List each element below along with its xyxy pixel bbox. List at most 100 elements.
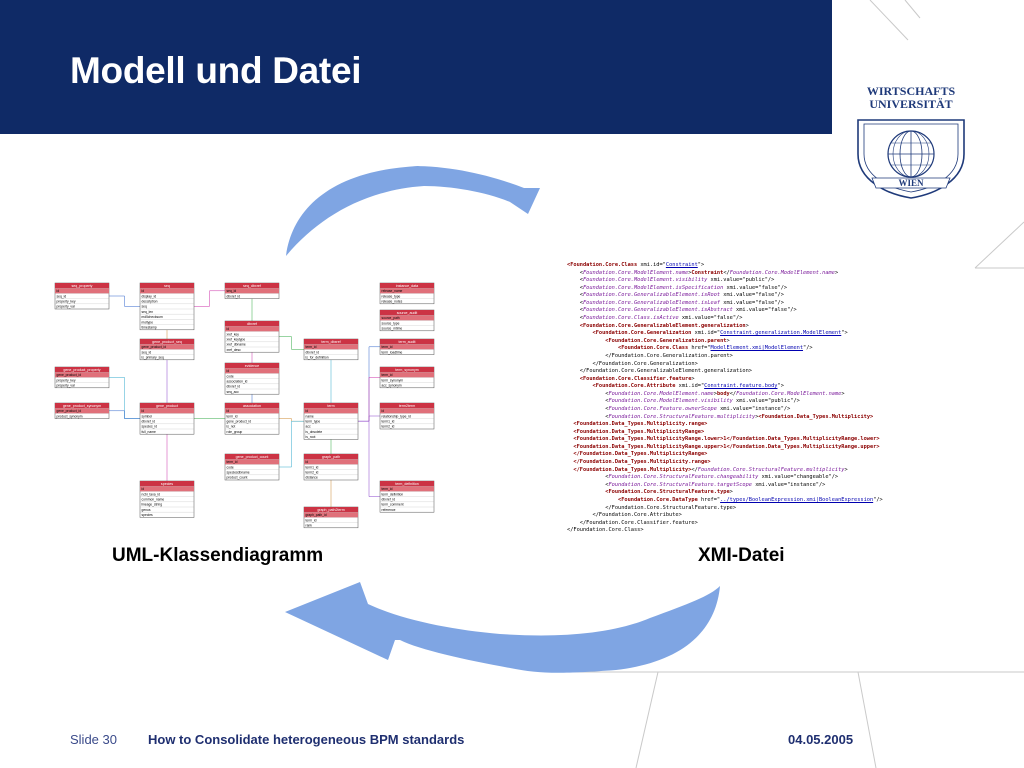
- svg-text:dbxref_id: dbxref_id: [382, 498, 396, 502]
- svg-text:seq_id: seq_id: [57, 294, 67, 298]
- svg-text:description: description: [142, 300, 158, 304]
- svg-text:source_audit: source_audit: [397, 311, 418, 315]
- svg-text:term_id: term_id: [227, 460, 238, 464]
- svg-text:term_id: term_id: [382, 373, 393, 377]
- svg-text:gene_product_id: gene_product_id: [57, 409, 82, 413]
- svg-text:release_notes: release_notes: [382, 300, 403, 304]
- svg-text:association: association: [243, 404, 261, 408]
- svg-text:term_synonym: term_synonym: [395, 368, 419, 372]
- svg-text:id: id: [227, 327, 230, 331]
- svg-text:seq_dbxref: seq_dbxref: [243, 284, 261, 288]
- xmi-line: </Foundation.Data_Types.Multiplicity></F…: [573, 466, 848, 473]
- xmi-line: <Foundation.Core.Classifier.feature>: [579, 375, 695, 382]
- xmi-line: <Foundation.Core.Class href="ModelElemen…: [618, 345, 813, 352]
- title-banner: Modell und Datei: [0, 0, 832, 134]
- svg-text:term_dbxref: term_dbxref: [321, 340, 340, 344]
- svg-text:term2_id: term2_id: [306, 471, 319, 475]
- svg-text:is_for_definition: is_for_definition: [306, 356, 329, 360]
- svg-text:symbol: symbol: [142, 414, 153, 418]
- svg-text:seq_acc: seq_acc: [227, 390, 240, 394]
- xmi-line: <Foundation.Core.Feature.ownerScope xmi.…: [605, 405, 791, 412]
- university-logo: WIRTSCHAFTS UNIVERSITÄT WIEN: [857, 84, 965, 199]
- svg-text:id: id: [306, 409, 309, 413]
- uml-class-dbxref: dbxrefidxref_keyxref_keytypexref_dbnamex…: [224, 320, 280, 353]
- xmi-line: <Foundation.Core.ModelElement.name>Const…: [579, 269, 839, 276]
- svg-text:source_path: source_path: [382, 316, 400, 320]
- svg-text:graph_path_id: graph_path_id: [306, 513, 327, 517]
- svg-text:is_root: is_root: [306, 435, 316, 439]
- svg-text:WIEN: WIEN: [898, 178, 924, 188]
- uml-class-gene-product-seq: gene_product_seqgene_product_idseq_idis_…: [139, 338, 195, 361]
- svg-text:gene_product_property: gene_product_property: [63, 368, 100, 372]
- svg-text:property_val: property_val: [57, 305, 75, 309]
- svg-text:UNIVERSITÄT: UNIVERSITÄT: [869, 97, 952, 111]
- xmi-line: </Foundation.Data_Types.MultiplicityRang…: [573, 451, 708, 458]
- svg-text:distance: distance: [306, 476, 318, 480]
- xmi-line: <Foundation.Core.DataType href="../types…: [618, 496, 883, 503]
- svg-text:species_id: species_id: [142, 425, 158, 429]
- xmi-line: <Foundation.Core.Generalization xmi.id="…: [592, 330, 848, 337]
- xmi-line: <Foundation.Core.StructuralFeature.targe…: [605, 481, 826, 488]
- svg-text:graph_path: graph_path: [322, 455, 340, 459]
- svg-text:term_type: term_type: [306, 420, 321, 424]
- uml-class-term-dbxref: term_dbxrefterm_iddbxref_idis_for_defini…: [303, 338, 359, 361]
- svg-text:dbxref_id: dbxref_id: [227, 294, 241, 298]
- svg-text:md5checksum: md5checksum: [142, 315, 164, 319]
- svg-text:source_mtime: source_mtime: [382, 327, 403, 331]
- svg-text:term_id: term_id: [382, 487, 393, 491]
- svg-text:reference: reference: [382, 508, 396, 512]
- svg-text:term_definition: term_definition: [395, 482, 419, 486]
- uml-class-seq-property: seq_propertyidseq_idproperty_keyproperty…: [54, 282, 110, 310]
- cycle-arrow-top: [286, 166, 540, 256]
- xmi-line: <Foundation.Core.Generalization.parent>: [605, 337, 730, 344]
- xmi-line: <Foundation.Core.Attribute xmi.id="Const…: [592, 383, 784, 390]
- xmi-line: </Foundation.Core.Generalization.parent>: [605, 352, 733, 359]
- xmi-line: <Foundation.Core.ModelElement.name>body<…: [605, 390, 845, 397]
- uml-class-term2term: term2termidrelationship_type_idterm1_idt…: [379, 402, 435, 430]
- svg-text:release_type: release_type: [382, 294, 401, 298]
- svg-text:xref_desc: xref_desc: [227, 348, 242, 352]
- svg-text:seq_len: seq_len: [142, 310, 154, 314]
- svg-text:speciesdbname: speciesdbname: [227, 471, 250, 475]
- svg-text:species: species: [161, 482, 173, 486]
- presentation-title: How to Consolidate heterogeneous BPM sta…: [148, 732, 465, 747]
- svg-text:is_not: is_not: [227, 425, 236, 429]
- svg-text:gene_product_count: gene_product_count: [236, 455, 269, 459]
- svg-text:name: name: [306, 414, 314, 418]
- svg-text:id: id: [142, 409, 145, 413]
- xmi-line: <Foundation.Core.Class xmi.id="Constrain…: [567, 262, 705, 268]
- svg-text:term1_id: term1_id: [382, 420, 395, 424]
- xmi-line: </Foundation.Data_Types.Multiplicity.ran…: [573, 459, 711, 466]
- svg-text:property_key: property_key: [57, 378, 76, 382]
- xmi-line: <Foundation.Core.StructuralFeature.chang…: [605, 474, 839, 481]
- xmi-line: <Foundation.Data_Types.MultiplicityRange…: [573, 428, 705, 435]
- svg-text:instance_data: instance_data: [396, 284, 418, 288]
- svg-text:ncbi_taxa_id: ncbi_taxa_id: [142, 492, 161, 496]
- uml-class-gene-product-synonym: gene_product_synonymgene_product_idprodu…: [54, 402, 110, 419]
- xmi-line: <Foundation.Core.GeneralizableElement.ge…: [579, 322, 749, 329]
- uml-class-gene-product-property: gene_product_propertygene_product_idprop…: [54, 366, 110, 389]
- svg-text:evidence: evidence: [245, 364, 259, 368]
- svg-text:is_obsolete: is_obsolete: [306, 430, 323, 434]
- svg-text:seq: seq: [142, 305, 147, 309]
- uml-class-gene-product-count: gene_product_countterm_idcodespeciesdbna…: [224, 453, 280, 481]
- svg-text:gene_product_seq: gene_product_seq: [152, 340, 182, 344]
- svg-text:term_audit: term_audit: [399, 340, 416, 344]
- uml-caption: UML-Klassendiagramm: [112, 545, 324, 566]
- uml-class-source-audit: source_auditsource_pathsource_typesource…: [379, 309, 435, 332]
- uml-class-evidence: evidenceidcodeassociation_iddbxref_idseq…: [224, 362, 280, 395]
- svg-text:gene_product_id: gene_product_id: [142, 345, 167, 349]
- svg-text:code: code: [227, 374, 234, 378]
- xmi-line: <Foundation.Core.StructuralFeature.type>: [605, 489, 733, 496]
- uml-class-species: speciesidncbi_taxa_idcommon_namelineage_…: [139, 480, 195, 518]
- svg-text:seq_property: seq_property: [72, 284, 93, 288]
- xmi-line: <Foundation.Core.GeneralizableElement.is…: [579, 307, 797, 314]
- uml-class-gene-product: gene_productidsymboldbxref_idspecies_idf…: [139, 402, 195, 435]
- xmi-line: <Foundation.Core.GeneralizableElement.is…: [579, 299, 784, 306]
- svg-text:association_id: association_id: [227, 380, 248, 384]
- svg-text:graph_path2term: graph_path2term: [317, 508, 344, 512]
- xmi-line: </Foundation.Core.Generalization>: [592, 360, 698, 367]
